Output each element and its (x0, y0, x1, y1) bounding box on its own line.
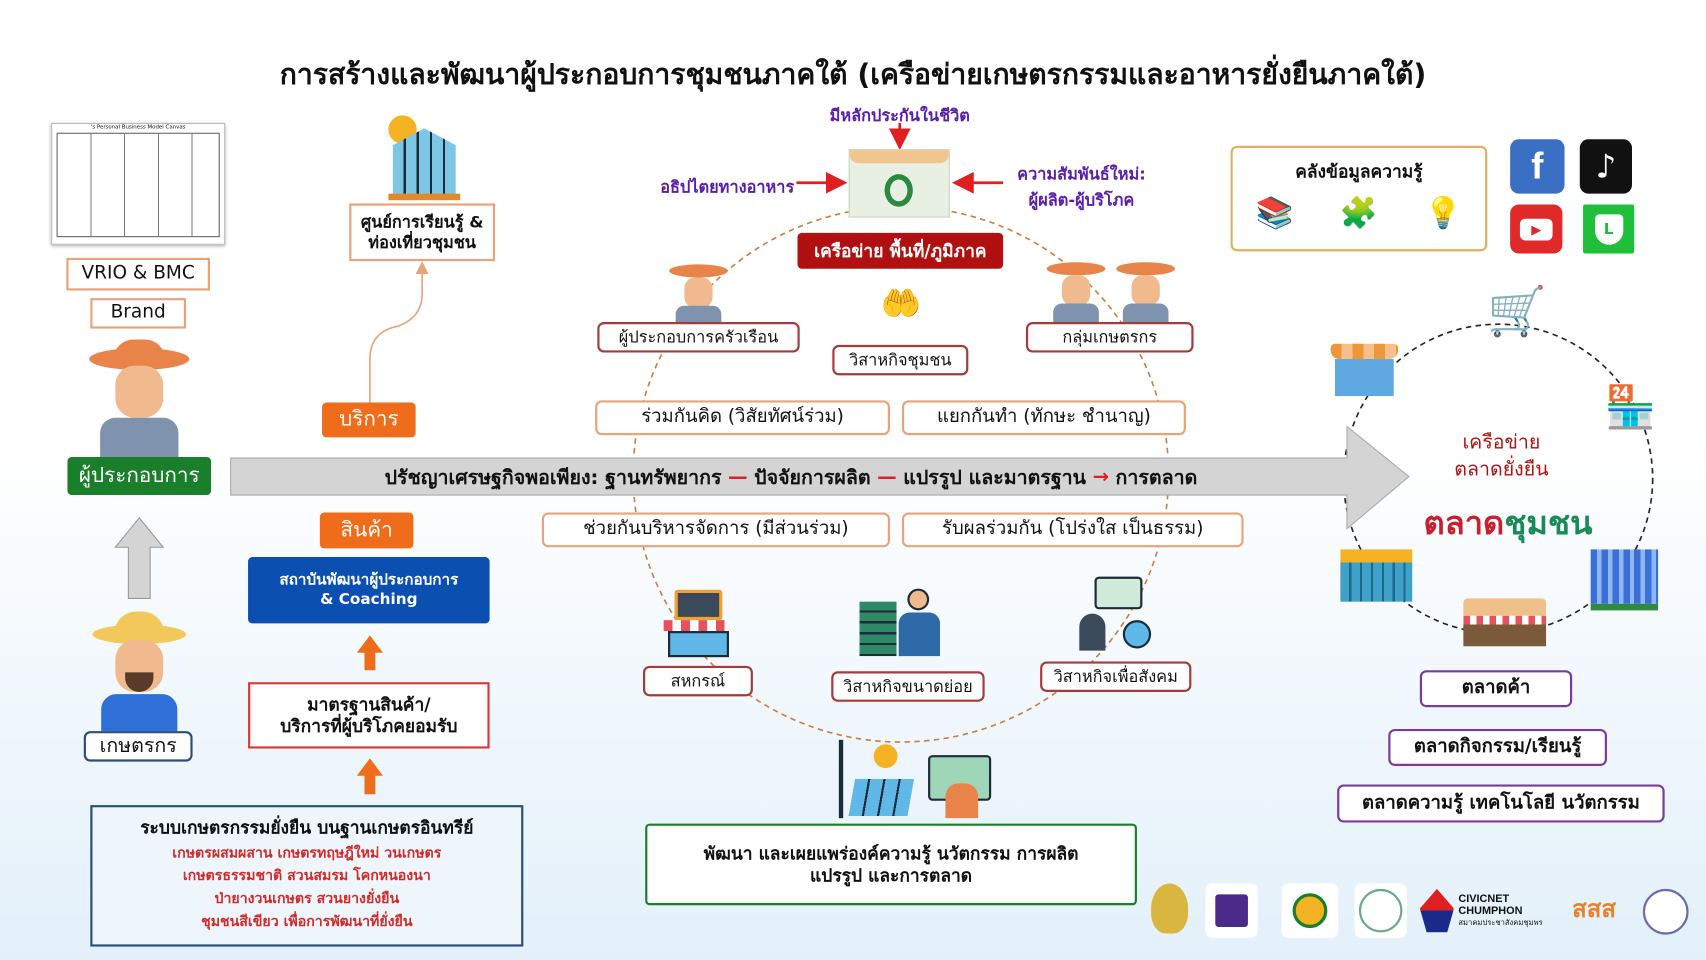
mall-building-icon (1590, 549, 1659, 611)
farmer-group-label: กลุ่มเกษตรกร (1025, 322, 1194, 353)
community-enterprise-label: วิสาหกิจชุมชน (832, 344, 969, 376)
sustainable-line: เกษตรธรรมชาติ สวนสมรม โคกหนองนา (182, 868, 431, 885)
sme-label: วิสาหกิจขนาดย่อย (831, 671, 985, 702)
main-arrow (230, 425, 1410, 530)
sme-icon (859, 580, 943, 657)
network-map-image (848, 149, 950, 218)
life-security-label: มีหลักประกันในชีวิต (829, 105, 970, 126)
youtube-icon[interactable]: ▶ (1510, 204, 1563, 254)
household-farmer-icon (669, 258, 728, 324)
knowledge-bank-box[interactable]: คลังข้อมูลความรู้ 📚 🧩 💡 (1230, 145, 1488, 252)
network-area-label: เครือข่าย พื้นที่/ภูมิภาค (797, 232, 1004, 269)
develop-line1: พัฒนา และเผยแพร่องค์ความรู้ นวัตกรรม การ… (703, 842, 1079, 864)
logo-green-text: ชุมชน (1504, 504, 1593, 543)
philosophy-band-text: ปรัชญาเศรษฐกิจพอเพียง: ฐานทรัพยากร — ปัจจ… (231, 458, 1352, 495)
civicnet-thai: สมาคมประชาสังคมชุมพร (1458, 918, 1543, 927)
reading-people-icon: 📚 (1255, 194, 1294, 231)
market-network-label: เครือข่าย ตลาดยั่งยืน (1414, 429, 1588, 484)
cooperative-label: สหกรณ์ (643, 665, 753, 697)
ministry-seal-logo (1641, 886, 1691, 938)
market-network-line2: ตลาดยั่งยืน (1454, 458, 1549, 482)
renewable-energy-icon (824, 739, 994, 819)
sustainable-heading: ระบบเกษตรกรรมยั่งยืน บนฐานเกษตรอินทรีย์ (140, 817, 474, 839)
orange-arrow-1 (356, 635, 383, 671)
talad-chumchon-logo: ตลาดชุมชน (1399, 498, 1617, 549)
orange-arrow-2 (356, 758, 383, 795)
band-production: ปัจจัยการผลิต (754, 466, 871, 490)
community-hands-icon: 🤲 (880, 285, 922, 324)
supermarket-icon (1340, 549, 1413, 606)
standards-line1: มาตรฐานสินค้า/ (307, 693, 431, 715)
market-knowledge-label: ตลาดความรู้ เทคโนโลยี นวัตกรรม (1337, 784, 1665, 823)
standards-box: มาตรฐานสินค้า/ บริการที่ผู้บริโภคยอมรับ (248, 682, 490, 749)
dash-icon: — (877, 465, 897, 488)
cafe-store-icon (1463, 598, 1547, 650)
university-seal-logo (1151, 883, 1189, 934)
bmc-caption: 's Personal Business Model Canvas (90, 124, 186, 131)
dash-icon: — (728, 465, 748, 488)
social-enterprise-label: วิสาหกิจเพื่อสังคม (1040, 661, 1192, 692)
institute-coaching-box: สถาบันพัฒนาผู้ประกอบการ & Coaching (248, 557, 490, 624)
band-processing: แปรรูป และมาตรฐาน (903, 466, 1087, 490)
market-network-line1: เครือข่าย (1462, 430, 1541, 454)
sukhumwit-logo (1205, 883, 1258, 938)
farmer-group-icon (1044, 256, 1180, 324)
household-entrepreneur-label: ผู้ประกอบการครัวเรือน (597, 322, 800, 353)
rubber-authority-logo (1281, 883, 1339, 938)
sustainable-line: ป่ายางวนเกษตร สวนยางยั่งยืน (214, 891, 400, 908)
sustainable-line: ชุมชนสีเขียว เพื่อการพัฒนาที่ยั่งยืน (201, 913, 413, 931)
entrepreneur-label: ผู้ประกอบการ (67, 456, 212, 496)
service-label: บริการ (322, 402, 416, 438)
new-relationship-line1: ความสัมพันธ์ใหม่: (1017, 164, 1146, 184)
facebook-icon[interactable]: f (1510, 139, 1565, 194)
share-benefit-label: รับผลร่วมกัน (โปร่งใส เป็นธรรม) (901, 512, 1244, 548)
logo-red-text: ตลาด (1423, 504, 1505, 543)
product-label: สินค้า (319, 512, 414, 549)
arrow-right-icon: → (1092, 465, 1110, 488)
tiktok-icon[interactable]: ♪ (1579, 139, 1633, 194)
farmer-label: เกษตรกร (83, 731, 193, 762)
work-separately-label: แยกกันทำ (ทักษะ ชำนาญ) (901, 400, 1186, 436)
service-connector (369, 261, 429, 403)
bmc-canvas-image: 's Personal Business Model Canvas (51, 122, 226, 245)
government-seal-logo (1354, 883, 1407, 938)
shop-icon (1330, 343, 1399, 397)
think-together-label: ร่วมกันคิด (วิสัยทัศน์ร่วม) (595, 400, 890, 436)
civicnet-name: CIVICNET CHUMPHON (1458, 892, 1523, 917)
brand-label: Brand (90, 298, 187, 329)
market-activity-label: ตลาดกิจกรรม/เรียนรู้ (1388, 728, 1607, 766)
standards-line2: บริการที่ผู้บริโภคยอมรับ (280, 715, 458, 737)
cooperative-store-icon (663, 589, 734, 658)
develop-line2: แปรรูป และการตลาด (810, 864, 973, 886)
new-relationship-label: ความสัมพันธ์ใหม่: ผู้ผลิต-ผู้บริโภค (1005, 161, 1157, 213)
line-icon[interactable]: L (1583, 204, 1635, 254)
thaihealth-logo: สสส (1572, 896, 1617, 924)
knowledge-bank-label: คลังข้อมูลความรู้ (1295, 161, 1423, 182)
page-title: การสร้างและพัฒนาผู้ประกอบการชุมชนภาคใต้ … (279, 58, 1427, 92)
market-stall-icon: 🏪 (1604, 382, 1657, 431)
new-relationship-line2: ผู้ผลิต-ผู้บริโภค (1028, 190, 1135, 210)
civicnet-logo: CIVICNET CHUMPHON สมาคมประชาสังคมชุมพร (1419, 887, 1561, 935)
vrio-bmc-label: VRIO & BMC (66, 257, 210, 291)
institute-line2: & Coaching (320, 590, 418, 608)
manage-together-label: ช่วยกันบริหารจัดการ (มีส่วนร่วม) (541, 512, 890, 548)
sustainable-agriculture-box: ระบบเกษตรกรรมยั่งยืน บนฐานเกษตรอินทรีย์ … (90, 805, 524, 947)
farmer-avatar-icon (92, 611, 187, 732)
sustainable-line: เกษตรผสมผสาน เกษตรทฤษฎีใหม่ วนเกษตร (172, 845, 442, 863)
learning-center-label: ศูนย์การเรียนรู้ & ท่องเที่ยวชุมชน (349, 203, 496, 262)
band-resources: ปรัชญาเศรษฐกิจพอเพียง: ฐานทรัพยากร (384, 466, 722, 490)
mobile-shop-icon: 🛒 (1487, 283, 1547, 340)
market-trade-label: ตลาดค้า (1419, 670, 1573, 708)
develop-knowledge-box: พัฒนา และเผยแพร่องค์ความรู้ นวัตกรรม การ… (645, 823, 1137, 906)
band-marketing: การตลาด (1115, 466, 1198, 490)
institute-line1: สถาบันพัฒนาผู้ประกอบการ (279, 571, 459, 589)
social-enterprise-icon (1075, 576, 1153, 653)
puzzle-team-icon: 🧩 (1339, 194, 1378, 231)
entrepreneur-avatar-icon (89, 339, 190, 457)
food-sovereignty-label: อธิปไตยทางอาหาร (660, 177, 795, 197)
greenhouse-icon (388, 115, 461, 201)
idea-lightbulb-icon: 💡 (1424, 194, 1463, 231)
up-arrow-gray (114, 517, 165, 599)
